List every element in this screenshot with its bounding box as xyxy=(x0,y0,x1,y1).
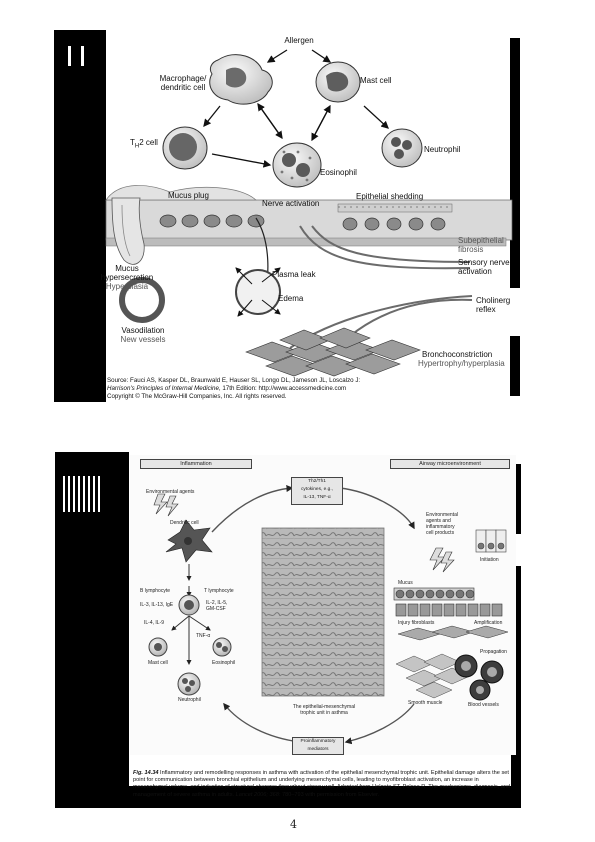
proinflammatory-mediators-box: Proinflammatory mediators xyxy=(292,737,344,755)
hyperplasia-label: Hyperplasia xyxy=(105,282,149,291)
cell-arrows xyxy=(203,49,389,168)
figure-caption-text: Inflammatory and remodelling responses i… xyxy=(133,770,511,798)
nerve-activation-label: Nerve activation xyxy=(262,199,320,208)
dendritic-cell-label: Dendritic cell xyxy=(170,520,199,526)
allergen-label: Allergen xyxy=(284,36,314,45)
injury-fibroblasts-label: Injury fibroblasts xyxy=(398,620,435,626)
smooth-muscle-cells xyxy=(245,327,421,377)
eosinophil-label: Eosinophil xyxy=(320,168,357,177)
th2-cell-label-sub: H xyxy=(134,143,140,150)
amplification-label: Amplification xyxy=(474,620,503,626)
mucus-hypersecretion-label: Mucus hypersecretion xyxy=(100,264,154,282)
th2-cell-label-tail: 2 cell xyxy=(139,138,158,147)
slide-2-frame xyxy=(55,452,521,808)
th2-cell-label: TH2 cell xyxy=(130,138,158,152)
histology-micrograph xyxy=(261,527,385,697)
vasodilation-vessel-icon xyxy=(119,277,165,323)
th2-cell-icon xyxy=(162,126,208,170)
eosinophil-small-label: Eosinophil xyxy=(212,660,236,666)
slide-1-edge-number: 7 xyxy=(505,374,510,383)
b-lymphocyte-label: B lymphocyte xyxy=(140,588,171,594)
initiation-cells-icon xyxy=(475,529,507,553)
figure-caption-journal: Lancet 2006; 368: xyxy=(235,791,281,798)
slide-1-left-bar-mark xyxy=(68,46,84,66)
cycle-arrows xyxy=(211,484,415,745)
slide-1-right-bar-low xyxy=(510,336,520,396)
source-line-1: Source: Fauci AS, Kasper DL, Braunwald E… xyxy=(107,377,361,384)
sensory-nerve-label: Sensory nerve activation xyxy=(458,258,510,276)
new-vessels-label: New vessels xyxy=(120,335,166,344)
slide-1-right-bar xyxy=(510,38,520,288)
eosinophil-small-icon xyxy=(212,637,232,657)
tnf-label: TNF-α xyxy=(196,633,211,639)
th2-cell-label-t: T xyxy=(130,138,135,147)
hypertrophy-label: Hypertrophy/hyperplasia xyxy=(418,359,505,368)
t-lymphocyte-label: T lymphocyte xyxy=(204,588,234,594)
page-number: 4 xyxy=(290,818,297,831)
edema-label: Edema xyxy=(278,294,304,303)
env-agents-right-label: Environmental agents and inflammatory ce… xyxy=(426,512,458,536)
propagation-label: Propagation xyxy=(480,649,507,655)
mast-cell-small-label: Mast cell xyxy=(148,660,168,666)
mast-cell-label: Mast cell xyxy=(360,76,392,85)
inflammation-header: Inflammation xyxy=(140,459,252,469)
source-book-title: Harrison's Principles of Internal Medici… xyxy=(107,385,219,392)
source-line-2-rest: , 17th Edition: http://www.accessmedicin… xyxy=(218,385,347,392)
etmu-label: The epithelial-mesenchymal trophic unit … xyxy=(292,704,356,716)
slide-2-bottom-bar xyxy=(55,786,521,808)
slide-2-right-bar-low xyxy=(511,566,521,802)
plasma-leak-vessel-icon xyxy=(235,267,281,317)
epithelium-cells-icon xyxy=(393,587,503,617)
macrophage-cell-icon xyxy=(209,54,273,105)
slide-1 xyxy=(54,30,520,410)
asthma-pathophysiology-diagram xyxy=(105,49,513,377)
mucus-plug-label: Mucus plug xyxy=(168,191,209,200)
source-line-2: Harrison's Principles of Internal Medici… xyxy=(107,385,346,393)
neutrophil-icon xyxy=(381,128,423,168)
lymphocyte-icon xyxy=(178,594,200,616)
mucus-label: Mucus xyxy=(398,580,413,586)
airway-wall xyxy=(105,185,513,265)
eosinophil-icon xyxy=(272,142,322,188)
lightning-icon xyxy=(153,493,455,573)
epithelial-shedding-label: Epithelial shedding xyxy=(356,192,424,201)
neutrophil-label: Neutrophil xyxy=(424,145,461,154)
figure-caption-tail: 780–793 with permission from Elsevier. xyxy=(280,791,380,798)
macrophage-label: Macrophage/ dendritic cell xyxy=(159,74,207,92)
th2-th1-cytokines-box: Th2/Th1 cytokines, e.g., IL-13, TNF-α xyxy=(291,477,343,505)
mast-cell-small-icon xyxy=(148,637,168,657)
smooth-muscle-label: Smooth muscle xyxy=(408,700,443,706)
plasma-leak-label: Plasma leak xyxy=(272,270,316,279)
slide-2-left-stripes xyxy=(63,476,103,512)
fibroblast-layer xyxy=(397,625,509,641)
dendritic-cell-icon xyxy=(165,519,213,563)
copyright-line: Copyright © The McGraw-Hill Companies, I… xyxy=(107,393,287,400)
blood-vessels-icon xyxy=(454,654,504,701)
il4-label: IL-4, IL-9 xyxy=(144,620,165,626)
il2-label: IL-2, IL-5, GM-CSF xyxy=(206,600,228,612)
il3-label: IL-3, IL-13, IgE xyxy=(140,602,174,608)
environmental-agents-label: Environmental agents xyxy=(146,489,195,495)
slide-2-right-bar xyxy=(511,464,521,534)
initiation-label: Initiation xyxy=(480,557,499,563)
figure-caption: Fig. 14.34 Inflammatory and remodelling … xyxy=(133,770,513,799)
figure-caption-label: Fig. 14.34 xyxy=(133,770,159,776)
blood-vessels-label: Blood vessels xyxy=(468,702,499,708)
subepithelial-fibrosis-label: Subepithelial fibrosis xyxy=(458,236,504,254)
slide-1-left-bar xyxy=(54,30,106,402)
bronchoconstriction-label: Bronchoconstriction xyxy=(422,350,493,359)
mast-cell-icon xyxy=(315,61,361,103)
cholinergic-reflex-label: Cholinerg reflex xyxy=(476,296,511,314)
airway-microenvironment-header: Airway microenvironment xyxy=(390,459,510,469)
neutrophil-small-icon xyxy=(177,672,201,696)
neutrophil-small-label: Neutrophil xyxy=(178,697,201,703)
vasodilation-label: Vasodilation xyxy=(121,326,165,335)
